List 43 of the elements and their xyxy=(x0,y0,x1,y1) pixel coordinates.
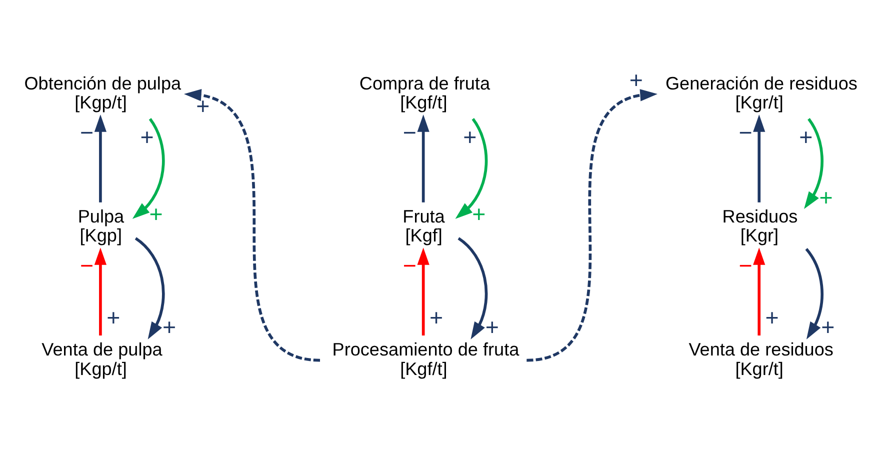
node-text: Obtención de pulpa [Kgp/t] xyxy=(24,73,182,113)
arrow xyxy=(132,118,165,219)
arrow xyxy=(94,114,107,202)
node-text: Residuos [Kgr] xyxy=(722,206,798,246)
label: + xyxy=(799,124,813,150)
edge-label: + xyxy=(819,184,833,211)
arrow xyxy=(417,248,430,336)
arrow xyxy=(134,237,165,340)
edge-label: − xyxy=(402,119,417,146)
edge-label: + xyxy=(196,93,210,120)
arrow xyxy=(526,89,658,362)
arrow xyxy=(458,237,488,340)
node-text: Venta de residuos [Kgr/t] xyxy=(688,339,834,379)
node-text: Fruta [Kgf] xyxy=(402,206,445,246)
edge-label: − xyxy=(80,252,94,278)
label: + xyxy=(106,304,120,330)
arrow xyxy=(94,248,107,336)
edge-label: + xyxy=(821,314,835,340)
edge-label: − xyxy=(80,119,94,146)
arrow xyxy=(753,248,766,336)
arrow xyxy=(804,118,824,209)
node-text: Compra de fruta [Kgf/t] xyxy=(359,73,490,113)
edge-label: + xyxy=(162,314,176,340)
edge-label: + xyxy=(485,314,499,340)
edge-label: + xyxy=(472,201,486,228)
label: + xyxy=(765,304,779,330)
edge-label: + xyxy=(629,66,643,93)
label: + xyxy=(463,124,477,150)
node-text: Generación de residuos [Kgr/t] xyxy=(665,73,858,113)
arrow xyxy=(455,118,488,219)
arrow xyxy=(753,114,766,202)
label: + xyxy=(140,124,154,150)
arrow xyxy=(184,89,320,362)
label: + xyxy=(430,304,444,330)
edge-label: − xyxy=(402,252,417,278)
node-text: Pulpa [Kgp] xyxy=(78,206,124,246)
node-text: Venta de pulpa [Kgp/t] xyxy=(42,339,162,379)
node-text: Procesamiento de fruta [Kgf/t] xyxy=(332,339,520,379)
edge-label: − xyxy=(738,252,752,278)
edge-label: + xyxy=(149,201,163,228)
edge-label: − xyxy=(738,119,752,146)
arrow xyxy=(805,248,824,340)
arrow xyxy=(417,114,430,202)
